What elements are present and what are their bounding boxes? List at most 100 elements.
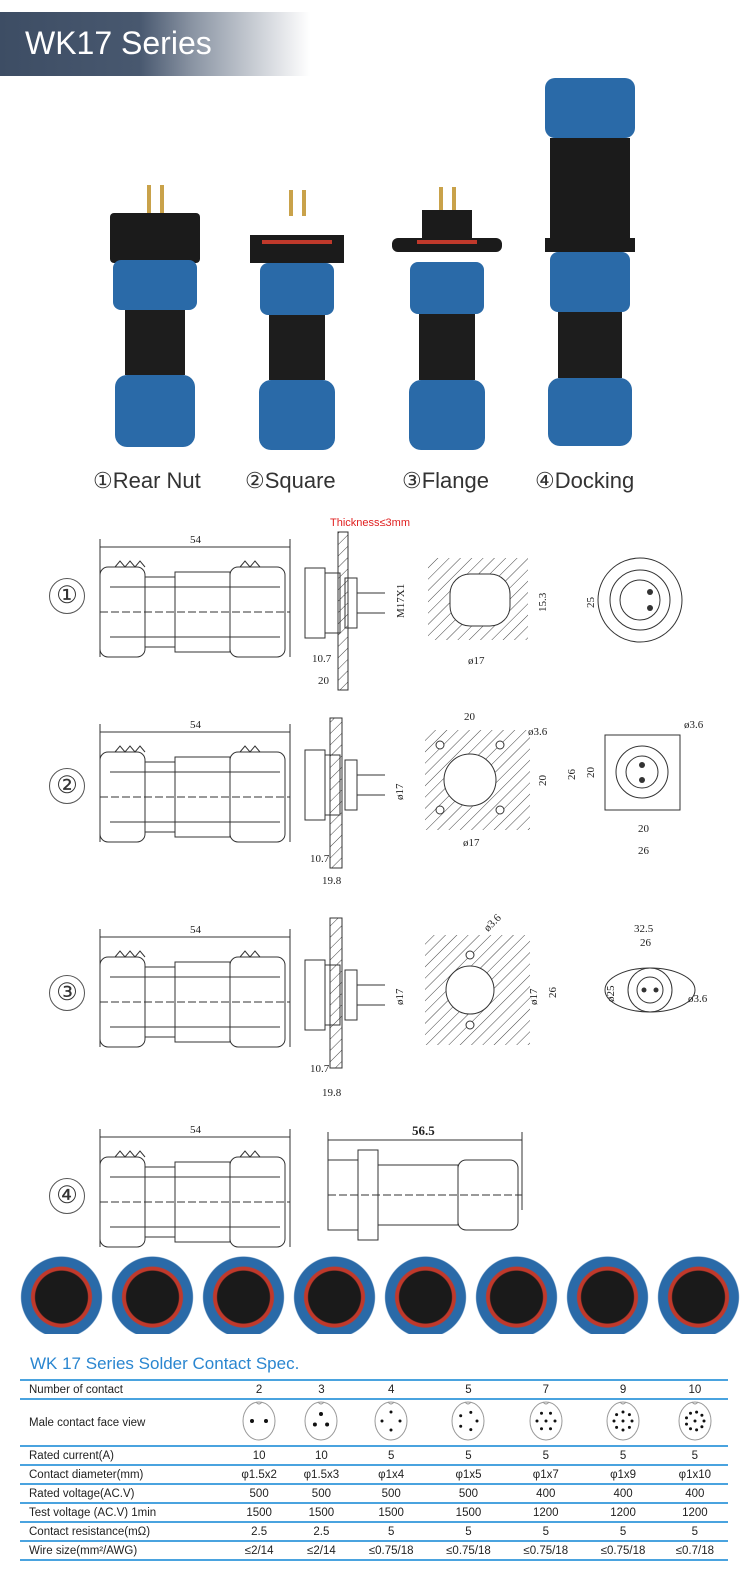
contact-face-diagram xyxy=(661,1398,728,1446)
dim-cut-dia: ø17 xyxy=(463,837,480,849)
spec-value: 1200 xyxy=(507,1502,585,1522)
spec-value: 9 xyxy=(584,1379,662,1399)
spec-value: 5 xyxy=(429,1521,508,1541)
row-number-3: ③ xyxy=(49,975,85,1011)
dim-front-hole: ø3.6 xyxy=(688,993,708,1005)
spec-value: 1500 xyxy=(290,1502,353,1522)
spec-value: φ1.5x2 xyxy=(228,1464,291,1484)
spec-value: ≤0.7/18 xyxy=(661,1540,728,1561)
dim-hole: ø3.6 xyxy=(528,726,548,738)
spec-value: 400 xyxy=(584,1483,662,1503)
spec-value: 4 xyxy=(352,1379,430,1399)
spec-label: Male contact face view xyxy=(20,1398,228,1446)
spec-value: φ1x7 xyxy=(507,1464,585,1484)
series-banner: WK17 Series xyxy=(0,12,310,76)
dim-cut-height: 26 xyxy=(547,987,559,999)
dim-cut-height: 15.3 xyxy=(537,592,549,612)
dim-cut-height: 20 xyxy=(537,775,549,787)
spec-value: 500 xyxy=(290,1483,353,1503)
spec-label: Contact resistance(mΩ) xyxy=(20,1521,228,1541)
spec-value: 1500 xyxy=(352,1502,430,1522)
dim-docked-length: 56.5 xyxy=(412,1123,435,1138)
spec-label: Wire size(mm²/AWG) xyxy=(20,1540,228,1561)
spec-label: Rated current(A) xyxy=(20,1445,228,1465)
dim-front-inner: 20 xyxy=(638,823,650,835)
row-number-1: ① xyxy=(49,578,85,614)
spec-value: 5 xyxy=(507,1521,585,1541)
dim-d1: 10.7 xyxy=(310,1063,330,1075)
drawing-row-4: 54 56.5 xyxy=(99,1123,523,1248)
spec-value: 5 xyxy=(584,1521,662,1541)
contact-photo xyxy=(473,1252,560,1334)
spec-value: 5 xyxy=(507,1445,585,1465)
dim-flange-dia: ø25 xyxy=(605,985,617,1002)
dim-sq-inner: 20 xyxy=(585,767,597,779)
contact-photo xyxy=(18,1252,105,1334)
spec-value: 5 xyxy=(352,1445,430,1465)
spec-value: 5 xyxy=(429,1379,508,1399)
spec-value: φ1x4 xyxy=(352,1464,430,1484)
drawing-row-3: 54 ø17 10.7 19.8 ø3.6 ø17 26 32.5 26 ø25… xyxy=(99,912,708,1099)
page-title: WK17 Series xyxy=(25,25,212,61)
product-flange xyxy=(392,187,502,450)
dim-length: 54 xyxy=(190,1124,202,1136)
spec-value: 500 xyxy=(228,1483,291,1503)
drawing-row-1: 54 Thickness≤3mm M17X1 10.7 20 15.3 ø17 … xyxy=(99,517,683,691)
spec-value: 5 xyxy=(352,1521,430,1541)
spec-value: φ1x10 xyxy=(661,1464,728,1484)
spec-value: 3 xyxy=(290,1379,353,1399)
technical-drawings: 54 Thickness≤3mm M17X1 10.7 20 15.3 ø17 … xyxy=(99,517,708,1248)
spec-label: Number of contact xyxy=(20,1379,228,1399)
dim-cut-width: 20 xyxy=(464,711,476,723)
row-number-4: ④ xyxy=(49,1178,85,1214)
product-rear-nut xyxy=(110,185,200,447)
spec-value: 400 xyxy=(661,1483,728,1503)
dim-front-hole: ø3.6 xyxy=(684,719,704,731)
contact-face-diagram xyxy=(352,1398,430,1446)
dim-cut-dia: ø17 xyxy=(468,655,485,667)
spec-value: 5 xyxy=(584,1445,662,1465)
spec-value: 500 xyxy=(429,1483,508,1503)
dim-flange-pitch: 26 xyxy=(640,937,652,949)
spec-value: φ1.5x3 xyxy=(290,1464,353,1484)
spec-value: 500 xyxy=(352,1483,430,1503)
thickness-note: Thickness≤3mm xyxy=(330,517,410,529)
spec-row: Male contact face view xyxy=(20,1398,728,1446)
spec-value: 1200 xyxy=(584,1502,662,1522)
contact-photo xyxy=(200,1252,287,1334)
dim-cut-dia: ø17 xyxy=(528,988,540,1005)
product-square xyxy=(250,190,344,450)
spec-value: 2 xyxy=(228,1379,291,1399)
spec-value: 2.5 xyxy=(228,1521,291,1541)
spec-value: 10 xyxy=(661,1379,728,1399)
spec-value: 5 xyxy=(661,1445,728,1465)
dim-hole: ø3.6 xyxy=(482,912,504,934)
spec-value: ≤2/14 xyxy=(290,1540,353,1561)
drawing-row-2: 54 ø17 10.7 19.8 20 ø3.6 20 ø17 26 20 ø3… xyxy=(99,711,704,887)
dim-d2: 19.8 xyxy=(322,875,342,887)
dim-d2: 20 xyxy=(318,675,330,687)
spec-value: 5 xyxy=(661,1521,728,1541)
spec-row: Wire size(mm²/AWG)≤2/14≤2/14≤0.75/18≤0.7… xyxy=(20,1540,728,1561)
row-number-2: ② xyxy=(49,768,85,804)
dim-sq-outer: 26 xyxy=(566,769,578,781)
dim-front-outer: 26 xyxy=(638,845,650,857)
product-photos xyxy=(110,78,635,450)
dim-d1: 10.7 xyxy=(310,853,330,865)
spec-value: 2.5 xyxy=(290,1521,353,1541)
dim-flange-width: 32.5 xyxy=(634,923,654,935)
dim-length: 54 xyxy=(190,924,202,936)
spec-label: Test voltage (AC.V) 1min xyxy=(20,1502,228,1522)
spec-value: ≤0.75/18 xyxy=(352,1540,430,1561)
contact-photo xyxy=(382,1252,469,1334)
spec-title: WK 17 Series Solder Contact Spec. xyxy=(30,1354,300,1373)
contact-photo xyxy=(109,1252,196,1334)
dim-length: 54 xyxy=(190,534,202,546)
contact-photo xyxy=(655,1252,742,1334)
dim-d2: 19.8 xyxy=(322,1087,342,1099)
